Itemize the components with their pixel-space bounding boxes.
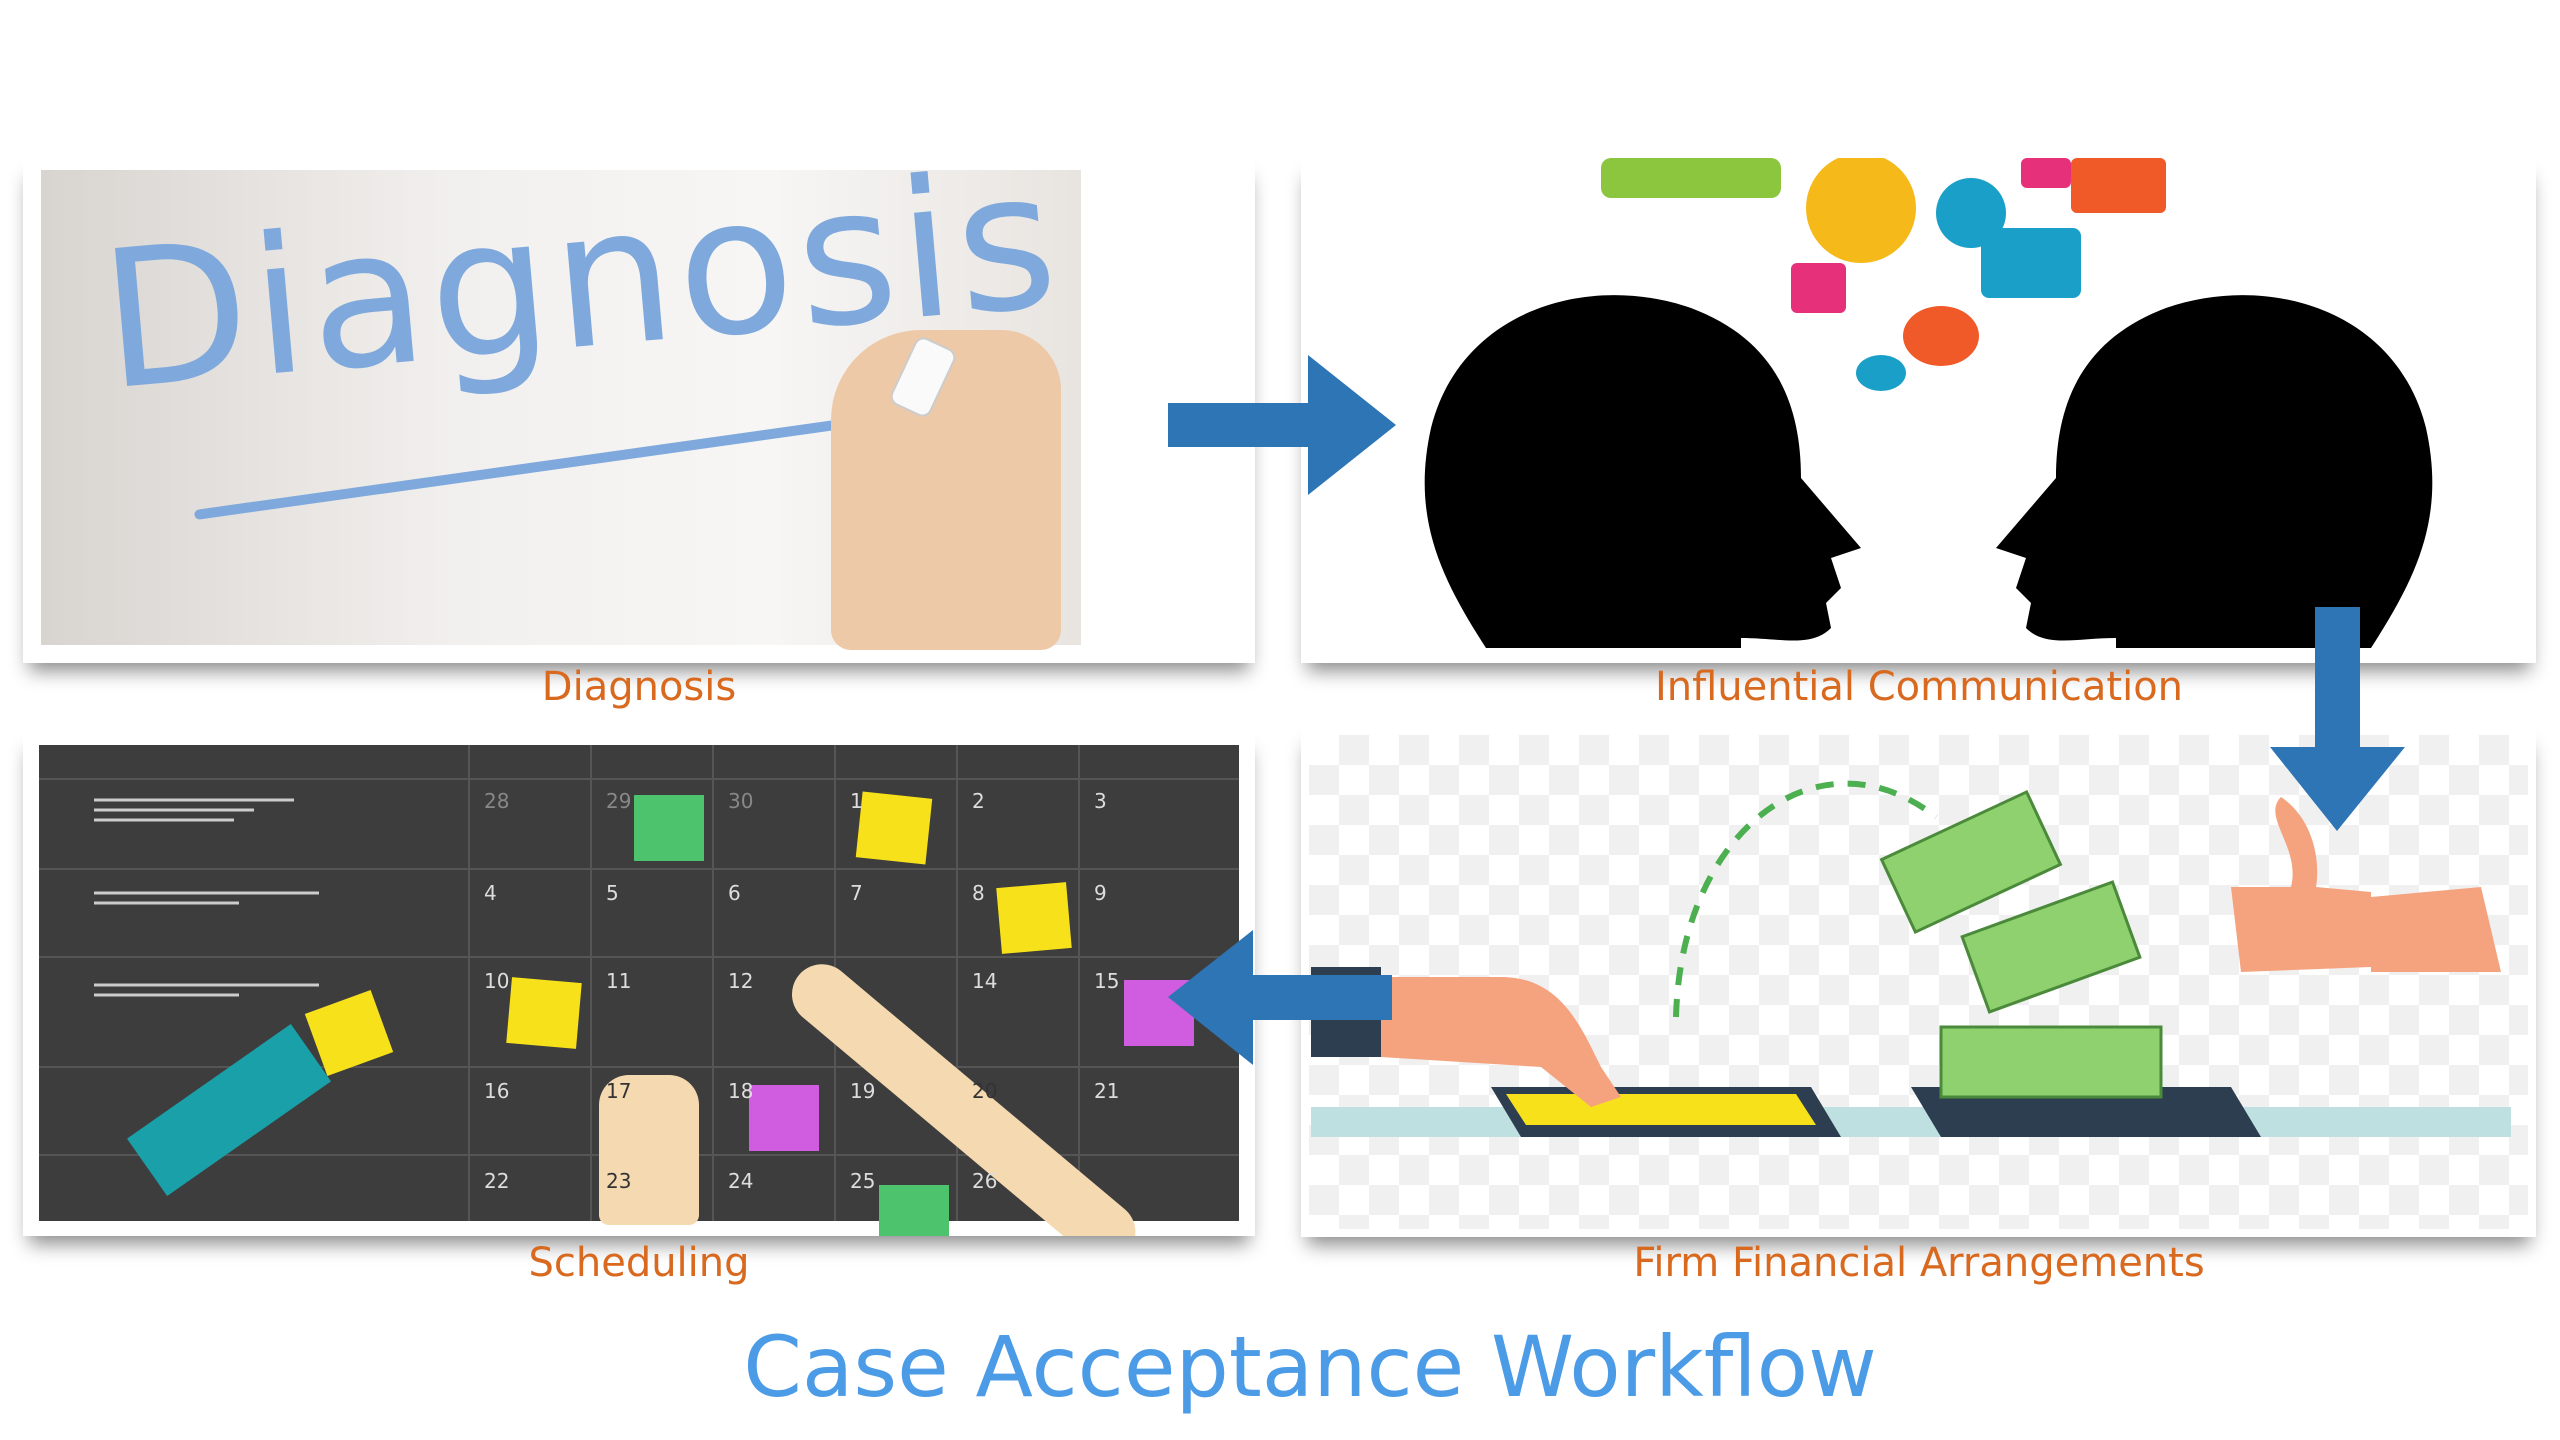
financial-label: Firm Financial Arrangements [1633,1240,2205,1286]
cash-icon [1879,789,2063,935]
sticky-note [506,977,582,1049]
calendar-day: 26 [972,1169,998,1193]
calendar-day: 11 [606,969,632,993]
calendar-day: 7 [850,881,863,905]
communication-panel [1301,158,2536,663]
pointing-hand-icon [599,1075,699,1225]
diagnosis-label: Diagnosis [541,664,737,710]
diagnosis-photo: Diagnosis [41,158,1081,650]
speech-bubble-icon [1903,306,1979,366]
slide-title: Case Acceptance Workflow [743,1318,1877,1416]
calendar-day: 9 [1094,881,1107,905]
calendar-day: 3 [1094,789,1107,813]
sticky-note [879,1185,949,1236]
cash-icon [1939,1025,2163,1099]
hand-icon [831,330,1061,650]
underline-stroke [193,409,909,521]
communication-label: Influential Communication [1654,664,2184,710]
calendar-day: 2 [972,789,985,813]
calendar-day: 17 [606,1079,632,1103]
scheduling-panel: 28 29 30 1 2 3 4 5 6 7 8 9 10 11 12 14 1… [23,731,1255,1236]
financial-panel [1301,727,2536,1237]
calendar-day: 1 [850,789,863,813]
sticky-note [855,791,933,865]
calendar-day: 24 [728,1169,754,1193]
arrow-right-icon [1168,355,1396,495]
calendar-day: 14 [972,969,998,993]
calendar-day: 19 [850,1079,876,1103]
calendar-day: 5 [606,881,619,905]
sticky-note [996,882,1072,954]
speech-bubble-icon [1601,158,1781,198]
calendar-day: 23 [606,1169,632,1193]
speech-bubble-icon [2071,158,2166,213]
diagnosis-panel: Diagnosis [23,158,1255,663]
speech-bubble-icon [1856,355,1906,391]
head-right-icon [1996,295,2433,648]
speech-bubble-icon [2021,158,2071,188]
calendar-day: 29 [606,789,632,813]
arrow-left-icon [1168,930,1392,1065]
arrow-down-icon [2270,607,2405,831]
checker-background [1309,735,2528,1229]
calendar-illustration: 28 29 30 1 2 3 4 5 6 7 8 9 10 11 12 14 1… [39,745,1239,1236]
calendar-day: 20 [972,1079,998,1103]
hand-icon [1381,977,1621,1107]
calendar-day: 12 [728,969,754,993]
talking-heads-illustration [1424,158,2433,648]
cash-icon [1960,880,2142,1014]
speech-bubble-icon [1806,158,1916,263]
calendar-day: 25 [850,1169,876,1193]
calendar-day: 6 [728,881,741,905]
calendar-day: 4 [484,881,497,905]
thumbs-up-icon [2231,797,2371,972]
scheduling-label: Scheduling [528,1240,750,1286]
calendar-day: 15 [1094,969,1120,993]
calendar-day: 10 [484,969,510,993]
calendar-day: 16 [484,1079,510,1103]
speech-bubble-icon [1981,228,2081,298]
sticky-note [749,1085,819,1151]
calendar-day: 22 [484,1169,510,1193]
calendar-day: 30 [728,789,754,813]
calendar-day: 18 [728,1079,754,1103]
speech-bubble-icon [1791,263,1846,313]
calendar-day: 21 [1094,1079,1120,1103]
tablet-icon [1911,1087,2261,1137]
calendar-day: 28 [484,789,510,813]
calendar-day: 8 [972,881,985,905]
sticky-note [634,795,704,861]
head-left-icon [1424,295,1861,648]
